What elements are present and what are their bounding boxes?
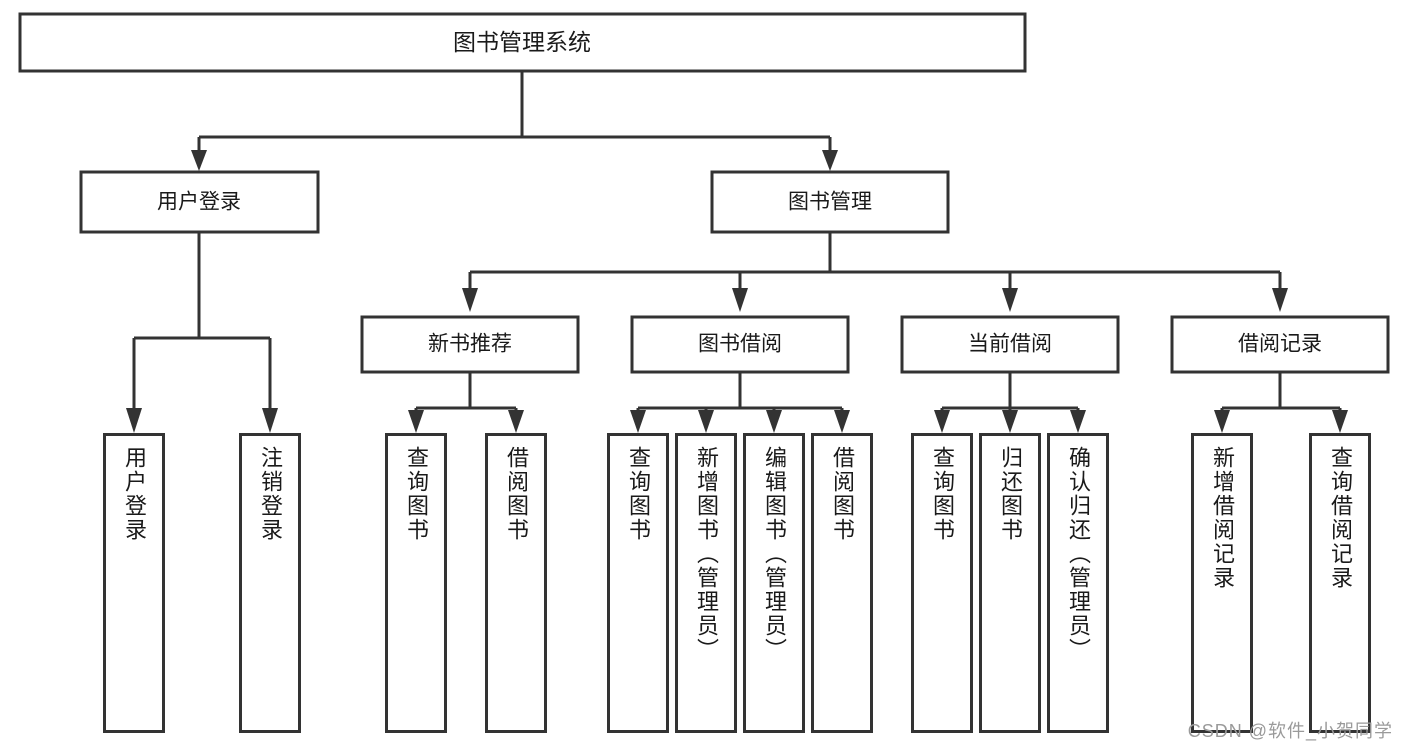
leaf-logout-label: 注销登录 [257,446,283,542]
leaf-confirm-return[interactable]: 确认归还（管理员） [1047,433,1109,733]
node-book-borrow[interactable]: 图书借阅 [630,315,850,374]
leaf-borrow-book-recommend[interactable]: 借阅图书 [485,433,547,733]
node-new-book-recommend[interactable]: 新书推荐 [360,315,580,374]
arrow-to-leaf-add-book [698,410,714,433]
arrow-to-leaf-add-record [1214,410,1230,433]
arrow-to-leaf-query-book-1 [408,410,424,433]
arrow-to-leaf-logout [262,408,278,433]
node-current-borrow[interactable]: 当前借阅 [900,315,1120,374]
leaf-return-book-label: 归还图书 [997,446,1023,542]
leaf-query-book-recommend[interactable]: 查询图书 [385,433,447,733]
node-book-manage[interactable]: 图书管理 [710,170,950,234]
node-book-borrow-label: 图书借阅 [698,333,782,356]
edge-new-book-recommend-to-leaves [408,372,524,433]
arrow-to-user-login [191,150,207,171]
node-root-label: 图书管理系统 [453,29,591,55]
node-new-book-recommend-rect [360,315,580,374]
node-borrow-record-rect [1170,315,1390,374]
leaf-add-book-label: 新增图书（管理员） [693,446,719,662]
leaf-query-book-borrow[interactable]: 查询图书 [607,433,669,733]
leaf-query-borrow-record-label: 查询借阅记录 [1327,446,1353,590]
leaf-query-book-current-label: 查询图书 [929,446,955,542]
leaf-add-borrow-record[interactable]: 新增借阅记录 [1191,433,1253,733]
edge-root-to-level2 [191,71,838,171]
arrow-to-book-manage [822,150,838,171]
arrow-to-leaf-return-book [1002,410,1018,433]
node-user-login-label: 用户登录 [157,191,241,214]
leaf-confirm-return-label: 确认归还（管理员） [1065,446,1091,662]
edge-user-login-to-leaves [126,232,278,433]
arrow-to-leaf-user-login [126,408,142,433]
node-root[interactable]: 图书管理系统 [18,12,1027,73]
leaf-query-book-borrow-label: 查询图书 [625,446,651,542]
leaf-add-book[interactable]: 新增图书（管理员） [675,433,737,733]
arrow-to-borrow-record [1272,288,1288,312]
node-book-manage-rect [710,170,950,234]
node-book-borrow-rect [630,315,850,374]
leaf-user-login[interactable]: 用户登录 [103,433,165,733]
arrow-to-leaf-borrow-book-1 [508,410,524,433]
arrow-to-book-borrow [732,288,748,312]
leaf-logout[interactable]: 注销登录 [239,433,301,733]
node-new-book-recommend-label: 新书推荐 [428,333,512,356]
leaf-return-book[interactable]: 归还图书 [979,433,1041,733]
arrow-to-leaf-borrow-book-2 [834,410,850,433]
node-borrow-record[interactable]: 借阅记录 [1170,315,1390,374]
arrow-to-leaf-query-book-2 [630,410,646,433]
leaf-borrow-book[interactable]: 借阅图书 [811,433,873,733]
edge-borrow-record-to-leaves [1214,372,1348,433]
node-root-rect [18,12,1027,73]
node-book-manage-label: 图书管理 [788,191,872,214]
leaf-add-borrow-record-label: 新增借阅记录 [1209,446,1235,590]
leaf-query-book-recommend-label: 查询图书 [403,446,429,542]
node-borrow-record-label: 借阅记录 [1238,333,1322,356]
edge-current-borrow-to-leaves [934,372,1086,433]
arrow-to-leaf-confirm-return [1070,410,1086,433]
leaf-borrow-book-label: 借阅图书 [829,446,855,542]
leaf-query-book-current[interactable]: 查询图书 [911,433,973,733]
leaf-query-borrow-record[interactable]: 查询借阅记录 [1309,433,1371,733]
leaf-user-login-label: 用户登录 [121,446,147,542]
edge-book-borrow-to-leaves [630,372,850,433]
leaf-edit-book-label: 编辑图书（管理员） [761,446,787,662]
arrow-to-current-borrow [1002,288,1018,312]
arrow-to-new-book-recommend [462,288,478,312]
arrow-to-leaf-query-book-3 [934,410,950,433]
node-user-login[interactable]: 用户登录 [79,170,320,234]
edge-book-manage-to-level3 [462,232,1288,312]
leaf-borrow-book-recommend-label: 借阅图书 [503,446,529,542]
node-current-borrow-label: 当前借阅 [968,333,1052,356]
leaf-edit-book[interactable]: 编辑图书（管理员） [743,433,805,733]
arrow-to-leaf-edit-book [766,410,782,433]
arrow-to-leaf-query-record [1332,410,1348,433]
